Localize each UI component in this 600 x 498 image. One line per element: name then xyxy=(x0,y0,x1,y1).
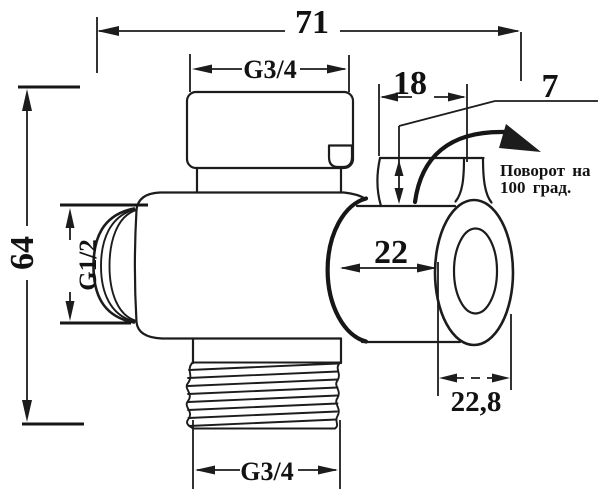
dim-label-22-8: 22,8 xyxy=(451,386,502,418)
dim-label-inlet-thread: G1/2 xyxy=(75,239,102,290)
dimension-nut-width: 18 xyxy=(378,65,468,162)
dim-label-64: 64 xyxy=(4,236,41,270)
cap-notch xyxy=(327,144,354,169)
swivel-flange-inner xyxy=(452,227,499,315)
rotation-note-line2: 100 град. xyxy=(500,178,571,197)
rotation-arrow-icon xyxy=(412,129,507,205)
dimension-flange-width: 22,8 xyxy=(437,262,512,418)
main-body xyxy=(135,191,369,344)
swivel-flange-outer xyxy=(433,198,515,347)
rotation-arrow-head xyxy=(499,124,541,152)
dimension-shoulder-height: 7 xyxy=(394,68,598,204)
swivel-neck-left xyxy=(454,156,466,203)
rotation-annotation: Поворот на 100 град. xyxy=(412,124,591,205)
dim-label-18: 18 xyxy=(393,65,427,102)
dim-label-7: 7 xyxy=(542,68,559,105)
dim-label-top-thread: G3/4 xyxy=(243,55,296,84)
dim-label-22: 22 xyxy=(374,234,408,271)
dimension-overall-height: 64 xyxy=(4,85,84,426)
dimension-inlet-thread: G1/2 xyxy=(60,203,148,325)
nut-plateau-left-edge xyxy=(376,156,383,208)
dimension-overall-width: 71 xyxy=(96,4,522,81)
top-cap xyxy=(185,90,355,194)
dimension-outlet-length: 22 xyxy=(340,234,437,273)
outlet-cylinder xyxy=(355,156,515,347)
swivel-neck-right xyxy=(481,156,493,204)
valve-body xyxy=(92,90,515,430)
inlet-thread-arcs xyxy=(92,207,138,324)
dim-label-bottom-thread: G3/4 xyxy=(240,457,293,486)
dimension-top-thread: G3/4 xyxy=(189,54,350,92)
bottom-thread xyxy=(185,337,343,430)
body-right-arc xyxy=(325,196,369,344)
rotation-note-line1: Поворот на xyxy=(500,161,591,180)
dimension-bottom-thread: G3/4 xyxy=(192,420,341,489)
dim-label-71: 71 xyxy=(295,4,329,41)
